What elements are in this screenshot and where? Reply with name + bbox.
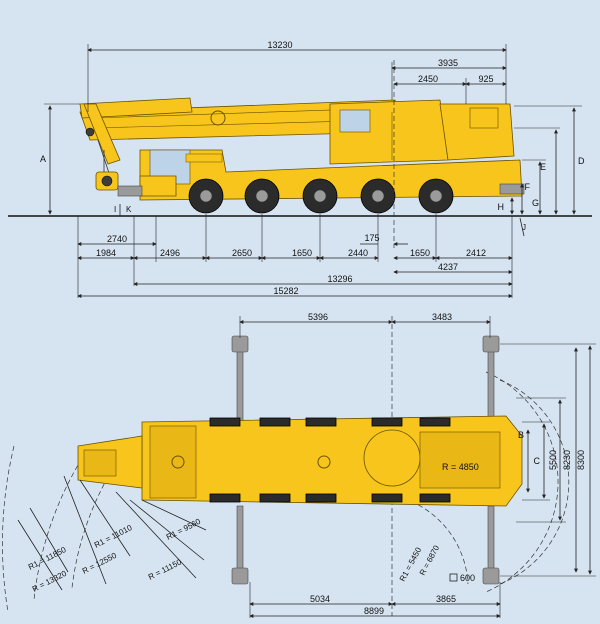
dim-3483: 3483 <box>432 312 452 322</box>
label-j: J <box>522 223 526 232</box>
plan-view: 5396 3483 8300 8230 5500 C B R = 4850 R1… <box>2 312 596 618</box>
dim-rear-b: 925 <box>478 74 493 84</box>
dim-2740: 2740 <box>107 234 127 244</box>
carrier-plan <box>141 415 523 507</box>
label-k: K <box>126 205 132 214</box>
dim-1984: 1984 <box>96 248 116 258</box>
wheel-set <box>188 178 454 214</box>
dim-5500: 5500 <box>548 450 558 470</box>
radius-4850: R = 4850 <box>442 462 479 472</box>
label-e: E <box>540 162 546 172</box>
dim-175: 175 <box>364 233 379 243</box>
dim-2440: 2440 <box>348 248 368 258</box>
radius-r1-11850: R1 = 11850 <box>27 545 68 572</box>
label-f: F <box>525 182 531 192</box>
hook-block <box>95 150 119 191</box>
radius-r-6870: R = 6870 <box>418 543 442 577</box>
radius-r1-5450: R1 = 5450 <box>398 545 424 583</box>
label-i: I <box>114 205 116 214</box>
label-c: C <box>534 456 541 466</box>
boom <box>79 97 401 177</box>
superstructure <box>329 99 515 165</box>
label-d: D <box>578 156 585 166</box>
dim-3865: 3865 <box>436 594 456 604</box>
side-view: 13230 3935 2450 925 A D E F G H I K J <box>8 40 592 298</box>
dim-8899: 8899 <box>364 606 384 616</box>
dim-2496: 2496 <box>160 248 180 258</box>
radius-r-11150: R = 11150 <box>147 557 184 582</box>
dim-4237: 4237 <box>438 262 458 272</box>
dim-2412: 2412 <box>466 248 486 258</box>
dim-overall-length: 13230 <box>267 40 292 50</box>
radius-r-12550: R = 12550 <box>81 551 119 576</box>
label-h: H <box>498 202 505 212</box>
dim-5396: 5396 <box>308 312 328 322</box>
boom-head-plan <box>77 435 143 489</box>
dim-rear-overall: 3935 <box>438 58 458 68</box>
outriggers <box>231 335 500 585</box>
dim-13296: 13296 <box>327 274 352 284</box>
dim-1650-a: 1650 <box>292 248 312 258</box>
dim-8230: 8230 <box>562 450 572 470</box>
label-b: B <box>518 430 524 440</box>
dim-8300: 8300 <box>576 450 586 470</box>
dim-rear-a: 2450 <box>418 74 438 84</box>
label-g: G <box>532 198 539 208</box>
label-a: A <box>40 154 46 164</box>
radius-r1-9560: R1 = 9560 <box>165 517 203 542</box>
dim-5034: 5034 <box>310 594 330 604</box>
dim-15282: 15282 <box>273 286 298 296</box>
pad-600: 600 <box>460 573 475 583</box>
radius-r1-11010: R1 = 11010 <box>93 523 134 550</box>
dim-1650-b: 1650 <box>410 248 430 258</box>
dim-2650: 2650 <box>232 248 252 258</box>
